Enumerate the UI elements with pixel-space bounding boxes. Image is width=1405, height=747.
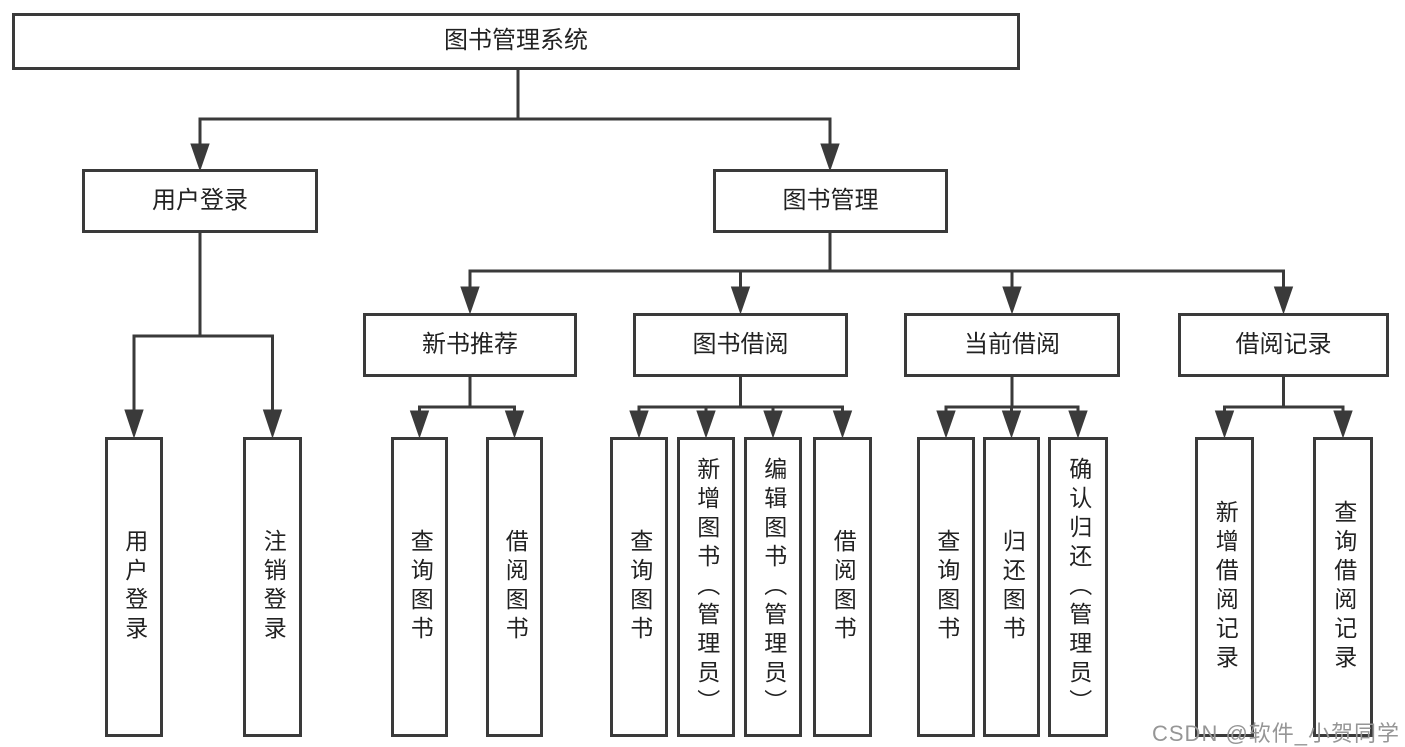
leaf-borrow-borrow-books-label: 借阅图书 bbox=[830, 529, 857, 645]
node-root-system: 图书管理系统 bbox=[12, 13, 1020, 70]
leaf-logout-login: 注销登录 bbox=[243, 437, 302, 737]
node-user-login: 用户登录 bbox=[82, 169, 318, 233]
leaf-borrow-query-books-label: 查询图书 bbox=[626, 529, 653, 645]
leaf-borrow-edit-books-admin-label: 编辑图书（管理员） bbox=[760, 456, 787, 718]
leaf-user-login: 用户登录 bbox=[105, 437, 163, 737]
node-user-login-label: 用户登录 bbox=[152, 186, 248, 214]
connector-user-login-to-leaves bbox=[124, 233, 283, 439]
leaf-current-confirm-return-admin-label: 确认归还（管理员） bbox=[1065, 456, 1092, 718]
node-current-borrow-label: 当前借阅 bbox=[964, 330, 1060, 358]
leaf-recommend-query-books-label: 查询图书 bbox=[407, 529, 434, 645]
node-new-book-recommend: 新书推荐 bbox=[363, 313, 577, 377]
leaf-borrow-borrow-books: 借阅图书 bbox=[813, 437, 872, 737]
node-book-management-label: 图书管理 bbox=[782, 186, 879, 214]
leaf-logout-login-label: 注销登录 bbox=[260, 529, 287, 645]
leaf-recommend-borrow-books: 借阅图书 bbox=[486, 437, 543, 737]
leaf-current-return-books: 归还图书 bbox=[983, 437, 1040, 737]
node-borrow-records-label: 借阅记录 bbox=[1235, 330, 1332, 358]
node-current-borrow: 当前借阅 bbox=[904, 313, 1120, 377]
connector-current-to-leaves bbox=[936, 377, 1088, 439]
leaf-recommend-borrow-books-label: 借阅图书 bbox=[502, 529, 529, 645]
leaf-records-add-record-label: 新增借阅记录 bbox=[1212, 500, 1239, 674]
watermark-text: CSDN @软件_小贺同学 bbox=[1152, 721, 1401, 746]
connector-book-management-to-level3 bbox=[460, 233, 1294, 315]
leaf-records-add-record: 新增借阅记录 bbox=[1195, 437, 1254, 737]
leaf-records-query-record: 查询借阅记录 bbox=[1313, 437, 1373, 737]
node-borrow-records: 借阅记录 bbox=[1178, 313, 1389, 377]
connector-root-to-level2 bbox=[190, 70, 840, 172]
leaf-borrow-add-books-admin-label: 新增图书（管理员） bbox=[693, 456, 720, 718]
leaf-current-confirm-return-admin: 确认归还（管理员） bbox=[1048, 437, 1108, 737]
node-book-borrow-label: 图书借阅 bbox=[692, 330, 789, 358]
leaf-records-query-record-label: 查询借阅记录 bbox=[1330, 500, 1357, 674]
leaf-borrow-query-books: 查询图书 bbox=[610, 437, 668, 737]
node-root-label: 图书管理系统 bbox=[444, 27, 588, 55]
leaf-borrow-add-books-admin: 新增图书（管理员） bbox=[677, 437, 735, 737]
leaf-user-login-label: 用户登录 bbox=[121, 529, 148, 645]
connector-records-to-leaves bbox=[1214, 377, 1353, 439]
node-book-borrow: 图书借阅 bbox=[633, 313, 848, 377]
node-new-book-recommend-label: 新书推荐 bbox=[422, 330, 518, 358]
leaf-current-query-books: 查询图书 bbox=[917, 437, 975, 737]
leaf-recommend-query-books: 查询图书 bbox=[391, 437, 448, 737]
leaf-current-return-books-label: 归还图书 bbox=[999, 529, 1026, 645]
connector-recommend-to-leaves bbox=[409, 377, 525, 439]
leaf-current-query-books-label: 查询图书 bbox=[933, 529, 960, 645]
leaf-borrow-edit-books-admin: 编辑图书（管理员） bbox=[744, 437, 802, 737]
connector-borrow-to-leaves bbox=[629, 377, 853, 439]
node-book-management: 图书管理 bbox=[713, 169, 948, 233]
